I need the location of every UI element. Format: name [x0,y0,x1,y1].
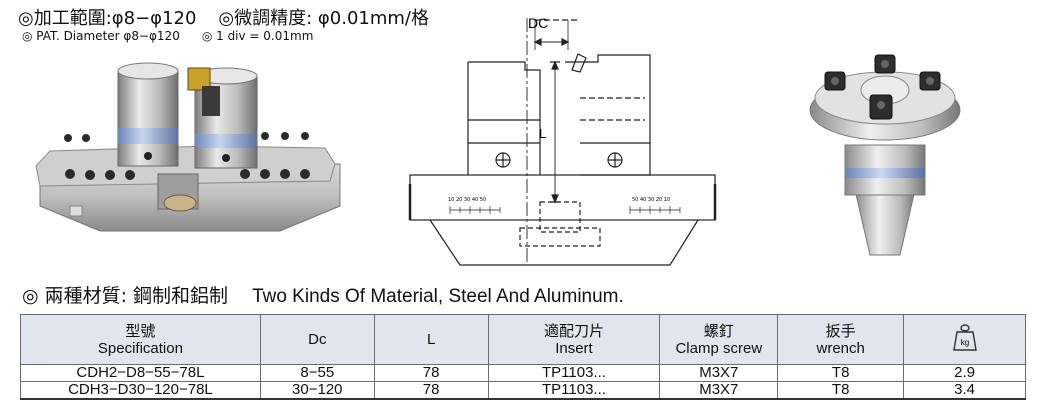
precision-text-en: ◎ 1 div = 0.01mm [201,29,314,43]
table-cell: T8 [777,381,905,400]
weight-kg-icon-text: kg [960,338,968,347]
spec-header-zh: ◎加工範圍:φ8−φ120 ◎微調精度: φ0.01mm/格 [18,4,429,30]
table-cell: CDH2−D8−55−78L [20,364,261,382]
specification-table: 型號 Specification Dc L 適配刀片 Insert 螺釘 Cla… [20,314,1026,400]
material-label-zh: ◎ 兩種材質: 鋼制和鋁制 [22,285,229,307]
header-zh: 型號 [125,322,156,340]
header-insert: 適配刀片 Insert [487,314,661,365]
table-cell: CDH3−D30−120−78L [20,381,261,400]
scale-left-labels: 10 20 30 40 50 [448,197,486,203]
table-cell: 3.4 [903,381,1026,400]
header-l: L [373,314,489,365]
table-cell: M3X7 [659,364,779,382]
header-zh: 扳手 [825,322,856,340]
header-en: L [426,331,436,348]
header-en: Clamp screw [675,339,763,357]
table-row: CDH3−D30−120−78L 30−120 78 TP1103... M3X… [20,381,1026,400]
material-line: ◎ 兩種材質: 鋼制和鋁制 Two Kinds Of Material, Stee… [22,281,624,308]
header-en: wrench [816,339,865,357]
twin-boring-head-photo [35,62,341,232]
header-en: Dc [308,331,327,348]
header-wrench: 扳手 wrench [777,314,905,365]
header-zh: 適配刀片 [543,322,604,340]
header-en: Insert [555,339,593,357]
technical-drawing: DC L 10 20 30 40 50 50 40 30 20 10 [408,15,717,266]
header-en: Specification [97,339,183,357]
material-label-en: Two Kinds Of Material, Steel And Aluminu… [252,286,624,307]
weight-kg-icon: kg [952,323,977,351]
table-cell: TP1103... [487,364,661,382]
scale-right-labels: 50 40 30 20 10 [632,197,670,203]
precision-text-zh: ◎微調精度: φ0.01mm/格 [218,8,429,29]
header-clamp-screw: 螺釘 Clamp screw [659,314,779,365]
header-weight: kg [903,314,1026,365]
l-dimension-label: L [539,126,546,141]
header-specification: 型號 Specification [20,314,261,365]
table-cell: 78 [373,381,489,400]
dc-dimension-label: DC [528,15,548,31]
boring-head-holder-photo [809,54,961,256]
header-dc: Dc [259,314,375,365]
table-row: CDH2−D8−55−78L 8−55 78 TP1103... M3X7 T8… [20,364,1026,382]
table-header-row: 型號 Specification Dc L 適配刀片 Insert 螺釘 Cla… [20,314,1026,365]
table-cell: 2.9 [903,364,1026,382]
table-cell: TP1103... [487,381,661,400]
header-zh: 螺釘 [703,322,734,340]
table-cell: 78 [373,364,489,382]
table-cell: 30−120 [259,381,375,400]
spec-header-en: ◎ PAT. Diameter φ8−φ120 ◎ 1 div = 0.01mm [22,29,313,43]
table-cell: T8 [777,364,905,382]
range-text-zh: ◎加工範圍:φ8−φ120 [18,8,197,29]
range-text-en: ◎ PAT. Diameter φ8−φ120 [22,29,180,43]
table-cell: 8−55 [259,364,375,382]
table-cell: M3X7 [659,381,779,400]
